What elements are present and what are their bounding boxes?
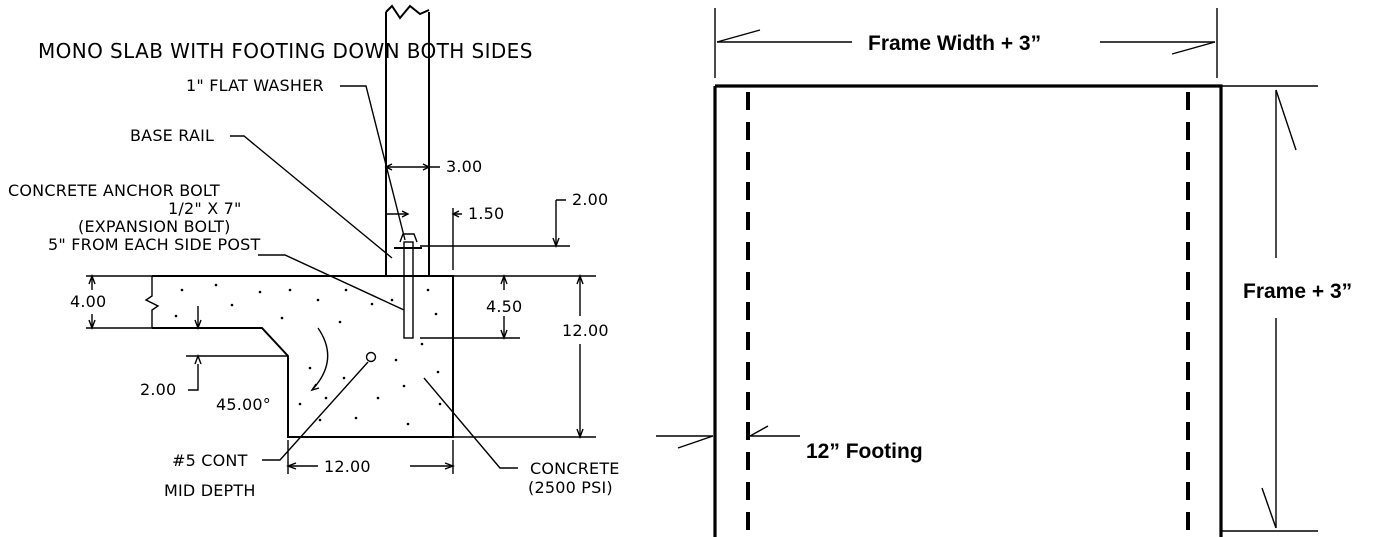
dim-frame-width-extents [714,8,1218,78]
dim-step-height-arrow [194,354,202,365]
slab-outline [713,84,1223,537]
base-rail [385,4,430,276]
dim-frame-width-arrows [716,29,1216,55]
dim-footing-depth-label: 12.00 [562,321,609,340]
dim-angle-arrow [310,383,320,392]
dim-footing-callout [656,425,800,449]
concrete-leader [423,377,518,469]
dim-bolt-offset-label: 1.50 [468,204,504,223]
anchor-bolt-label-2: 1/2" X 7" [168,199,242,218]
dim-footing-depth [453,275,596,438]
dim-bolt-projection-arrow [552,237,560,248]
dim-bolt-embed-label: 4.50 [486,297,522,316]
concrete-label-1: CONCRETE [530,459,620,478]
anchor-bolt-label-1: CONCRETE ANCHOR BOLT [8,181,220,200]
footing-label: 12” Footing [806,440,923,463]
dim-step-height [186,355,288,391]
anchor-bolt-label-3: (EXPANSION BOLT) [78,217,231,236]
base-rail-label: BASE RAIL [130,126,214,145]
dim-slab-thickness-label: 4.00 [70,292,106,311]
concrete-aggregate [174,283,442,426]
dim-footing-width [287,440,454,474]
dim-rail-width-label: 3.00 [446,157,482,176]
anchor-leader [258,254,405,311]
dim-bolt-projection-label: 2.00 [572,190,608,209]
dim-angle-label: 45.00° [216,395,271,414]
dim-footing-width-label: 12.00 [324,457,371,476]
rebar-label-2: MID DEPTH [164,481,256,500]
dim-bolt-embed [420,275,520,339]
frame-height-label: Frame + 3” [1243,280,1352,303]
detail-title: MONO SLAB WITH FOOTING DOWN BOTH SIDES [38,39,533,63]
concrete-label-2: (2500 PSI) [528,478,613,497]
flat-washer-label: 1" FLAT WASHER [186,76,324,95]
dim-slab-thickness [86,275,152,329]
rebar-section [365,351,377,363]
rebar-label-1: #5 CONT [172,451,248,470]
base-rail-leader [230,135,393,259]
dim-rail-width-arrows [384,163,431,171]
washer-leader [340,85,406,241]
anchor-bolt [403,241,414,339]
dim-frame-height-extents [1221,85,1318,532]
dim-footing-depth-arrows [576,274,584,439]
dim-bolt-offset-arrows [401,210,460,218]
dim-footing-width-arrows [286,462,455,470]
frame-width-label: Frame Width + 3” [868,32,1041,55]
dim-bolt-offset [386,208,462,270]
rebar-leader [262,361,369,461]
section-detail: MONO SLAB WITH FOOTING DOWN BOTH SIDES [8,4,620,500]
slab-break-line [144,276,160,328]
dim-bolt-projection [420,199,570,247]
dim-slab-thickness-arrows [88,274,96,330]
bolt-nut [399,233,418,243]
anchor-bolt-label-4: 5" FROM EACH SIDE POST [48,235,260,254]
dim-frame-height-arrows [1261,89,1297,529]
dim-angle-arc [311,327,329,391]
dim-step-height-label: 2.00 [140,380,176,399]
plan-view: Frame Width + 3” Frame + 3” 12” Footing [656,8,1352,537]
slab-thickness-tick [194,306,202,330]
dim-bolt-embed-arrows [500,274,508,340]
